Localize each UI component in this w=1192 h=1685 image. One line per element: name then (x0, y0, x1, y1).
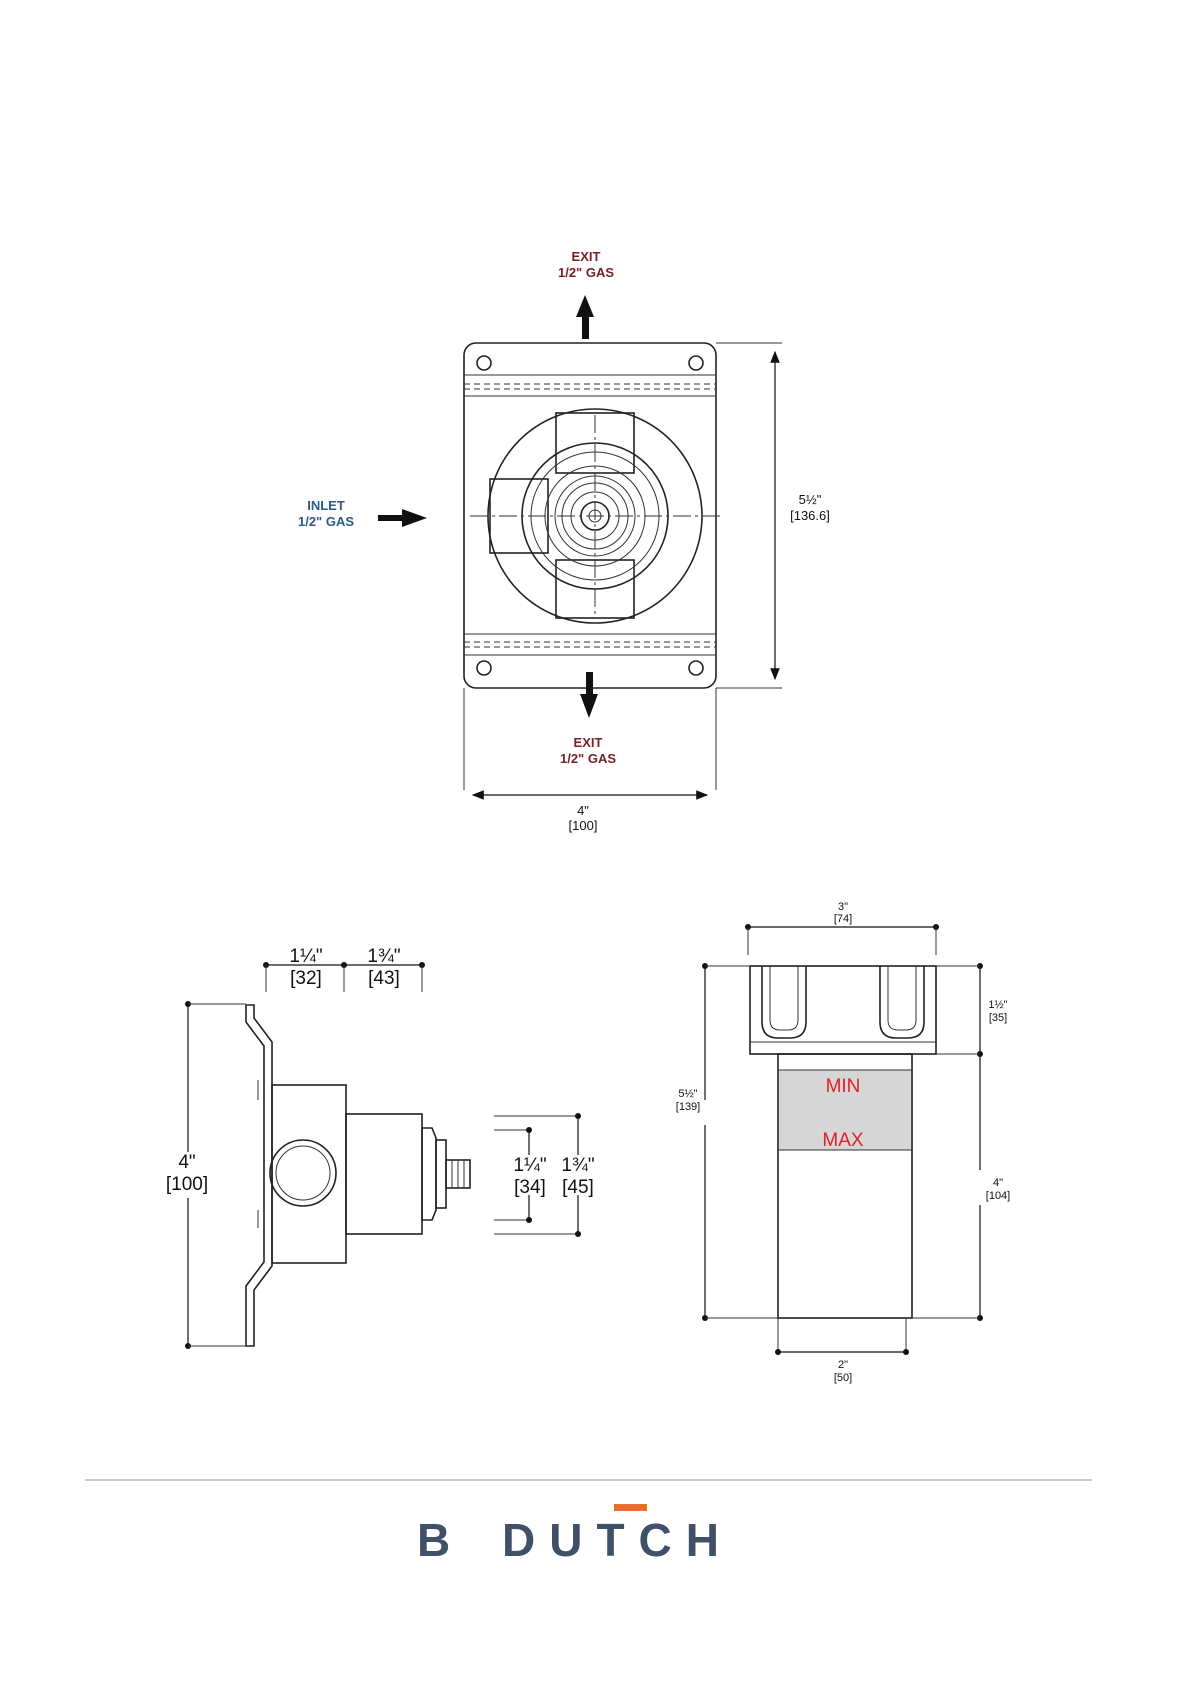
exit-top-label-line2: 1/2" GAS (558, 265, 614, 280)
cap-head (750, 966, 936, 1054)
brand-logo-left: B (417, 1514, 450, 1566)
min-label: MIN (826, 1076, 861, 1097)
cap-height-body-imperial: 4" (993, 1177, 1003, 1189)
cap-height-right-dimensions: 1½" [35] 4" [104] (912, 963, 1018, 1321)
side-valve-body (272, 1085, 346, 1263)
front-height-dimension: 5½" [136.6] (716, 343, 830, 688)
side-valve-nut (422, 1128, 436, 1220)
front-width-imperial: 4" (577, 803, 589, 818)
cap-height-total-metric: [139] (676, 1101, 700, 1113)
side-view: 1¼" [32] 1¾" [43] 4" [100] (166, 946, 595, 1349)
front-width-metric: [100] (569, 818, 598, 833)
side-stem-a-imperial: 1¼" (513, 1155, 546, 1176)
front-view: EXIT 1/2" GAS INLET 1/2" GAS (298, 249, 830, 833)
exit-bottom-label-line1: EXIT (574, 735, 603, 750)
side-height-metric: [100] (166, 1174, 208, 1195)
exit-bottom-arrow-icon (580, 672, 598, 718)
side-top-a-imperial: 1¼" (289, 946, 322, 967)
side-valve-bonnet (346, 1114, 422, 1234)
side-top-a-metric: [32] (290, 968, 322, 989)
inlet-label-line2: 1/2" GAS (298, 514, 354, 529)
screw-hole (689, 661, 703, 675)
side-stem-a-metric: [34] (514, 1177, 546, 1198)
side-stem-b-metric: [45] (562, 1177, 594, 1198)
inlet-label-line1: INLET (307, 498, 345, 513)
brand-logo-right: DUTCH (502, 1514, 733, 1566)
cap-view: MIN MAX 3" [74] 5½" [139] (676, 901, 1018, 1384)
side-stem-dimensions: 1¼" [34] 1¾" [45] (494, 1113, 595, 1237)
front-height-imperial: 5½" (799, 492, 822, 507)
screw-hole (689, 356, 703, 370)
screw-hole (477, 356, 491, 370)
side-top-b-imperial: 1¾" (367, 946, 400, 967)
cap-width-top-dimension: 3" [74] (745, 901, 939, 955)
side-inlet-port (270, 1140, 336, 1206)
max-label: MAX (822, 1130, 864, 1151)
exit-top-arrow-icon (576, 295, 594, 339)
side-top-b-metric: [43] (368, 968, 400, 989)
cap-width-top-metric: [74] (834, 913, 852, 925)
cap-width-bottom-imperial: 2" (838, 1359, 848, 1371)
cap-width-top-imperial: 3" (838, 901, 848, 913)
side-height-imperial: 4" (178, 1152, 195, 1173)
exit-top-label-line1: EXIT (572, 249, 601, 264)
cap-width-bottom-metric: [50] (834, 1372, 852, 1384)
screw-hole (477, 661, 491, 675)
side-bracket (246, 1005, 272, 1346)
brand-accent-bar (614, 1504, 647, 1511)
front-height-metric: [136.6] (790, 508, 830, 523)
side-height-dimension: 4" [100] (166, 1001, 246, 1349)
side-top-dimensions: 1¼" [32] 1¾" [43] (263, 946, 425, 992)
inlet-arrow-icon (378, 509, 427, 527)
cap-height-total-imperial: 5½" (678, 1088, 697, 1100)
cap-height-cap-metric: [35] (989, 1012, 1007, 1024)
brand-logo: B DUTCH (417, 1504, 733, 1566)
cap-height-cap-imperial: 1½" (988, 999, 1007, 1011)
cap-height-body-metric: [104] (986, 1190, 1010, 1202)
exit-bottom-label-line2: 1/2" GAS (560, 751, 616, 766)
side-stem-b-imperial: 1¾" (561, 1155, 594, 1176)
cap-width-bottom-dimension: 2" [50] (775, 1318, 909, 1384)
